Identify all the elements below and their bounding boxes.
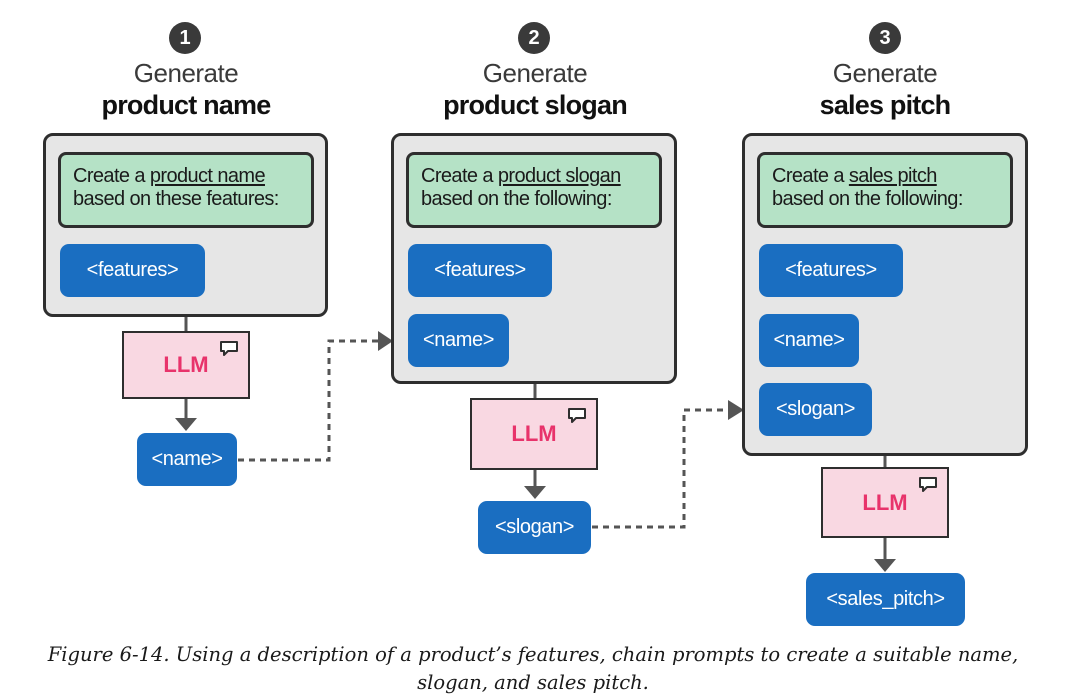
step1-arrowhead [175,418,197,431]
step1-output-name: <name> [137,433,237,486]
step2-title-line2: product slogan [443,90,628,121]
step1-llm-label: LLM [163,352,209,377]
step3-prompt-keyword: sales pitch [848,165,938,187]
step1-badge: 1 [169,22,201,54]
slogan-to-step3-connector [592,408,730,529]
step1-prompt-template: Create a product name based on these fea… [58,152,314,228]
step3-badge: 3 [869,22,901,54]
step2-llm-label: LLM [511,421,557,446]
step3-input-arrowhead [728,400,744,420]
step1-title-line2: product name [101,90,272,121]
chat-bubble-icon [220,341,238,356]
step3-prompt-template: Create a sales pitch based on the follow… [757,152,1013,228]
step1-title: Generate product name [86,58,286,122]
chat-bubble-icon [919,477,937,492]
step3-title-line2: sales pitch [819,90,952,121]
step3-llm-label: LLM [862,489,908,515]
step2-prompt-template: Create a product slogan based on the fol… [406,152,662,228]
step3-arrowhead [874,559,896,572]
step2-input-arrowhead [378,331,393,351]
figure-caption: Figure 6-14. Using a description of a pr… [0,641,1066,697]
chat-bubble-icon [568,408,586,423]
step2-prompt-suffix: based on the following: [421,188,612,210]
step3-title-line1: Generate [832,58,938,88]
step2-title: Generate product slogan [425,58,645,122]
step3-prompt-suffix: based on the following: [772,188,963,210]
step2-llm-box: LLM [470,398,598,470]
step1-prompt-keyword: product name [149,165,266,187]
step1-llm-box: LLM [122,331,250,399]
step3-output-sales-pitch: <sales_pitch> [806,573,965,626]
step2-prompt-keyword: product slogan [497,165,621,187]
step3-input-name: <name> [759,314,859,367]
step1-input-features: <features> [60,244,205,297]
step2-input-name: <name> [408,314,509,367]
step2-output-slogan: <slogan> [478,501,591,554]
figure-caption-line2: slogan, and sales pitch. [417,671,649,694]
figure-caption-line1: Figure 6-14. Using a description of a pr… [47,643,1019,666]
step2-prompt-prefix: Create a [421,165,498,187]
step1-prompt-suffix: based on these features: [73,188,279,210]
step2-title-line1: Generate [482,58,588,88]
step3-input-slogan: <slogan> [759,383,872,436]
step3-llm-box: LLM [821,467,949,538]
step2-badge: 2 [518,22,550,54]
step2-input-features: <features> [408,244,552,297]
step3-input-features: <features> [759,244,903,297]
name-to-step2-connector [238,339,380,462]
step1-title-line1: Generate [133,58,239,88]
step3-prompt-prefix: Create a [772,165,849,187]
step1-prompt-prefix: Create a [73,165,150,187]
step3-title: Generate sales pitch [785,58,985,122]
step2-arrowhead [524,486,546,499]
